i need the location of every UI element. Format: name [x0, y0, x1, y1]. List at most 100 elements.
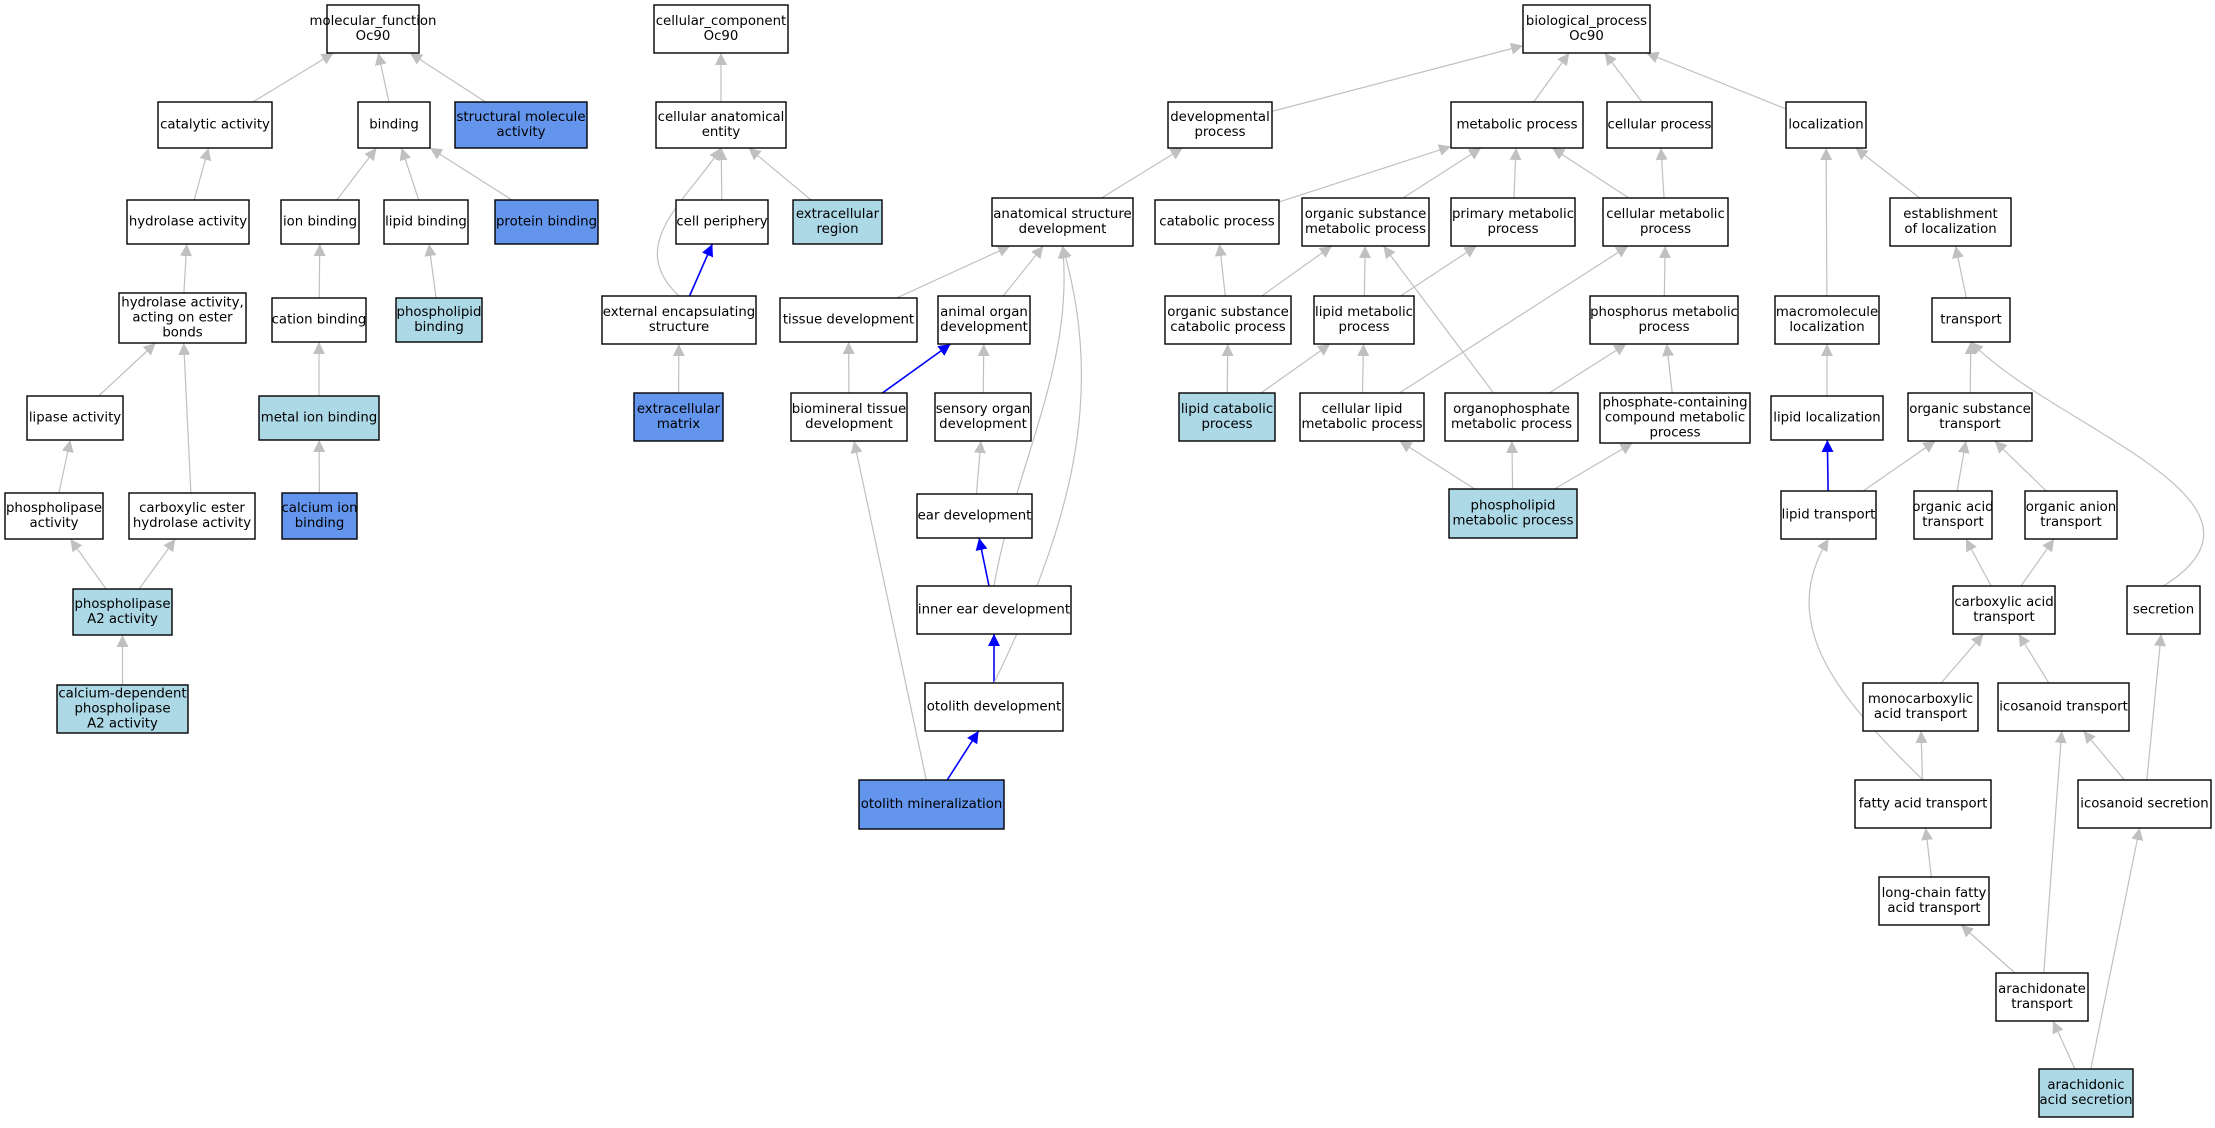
node-icosanoid-secretion[interactable]: icosanoid secretion [2078, 780, 2211, 828]
node-ion-binding[interactable]: ion binding [281, 200, 359, 244]
edge-aras-to-arat [2053, 1021, 2075, 1069]
node-label-line: metabolic process [1456, 118, 1577, 133]
edge-asd-to-devp [1101, 148, 1182, 198]
node-lipid-transport[interactable]: lipid transport [1781, 491, 1876, 539]
edge-cper-to-cae [721, 148, 722, 200]
node-icosanoid-transport[interactable]: icosanoid transport [1998, 683, 2129, 731]
node-label-line: biological_process [1526, 14, 1647, 29]
node-label-line: tissue development [783, 313, 914, 328]
node-cation-binding[interactable]: cation binding [272, 298, 367, 342]
node-otolith-development[interactable]: otolith development [925, 683, 1063, 731]
node-hydrolase-activity[interactable]: hydrolase activity [127, 200, 249, 244]
node-metal-ion-binding[interactable]: metal ion binding [259, 396, 379, 440]
node-lipid-localization[interactable]: lipid localization [1771, 396, 1883, 440]
edge-cbat-to-oat [1966, 539, 1991, 586]
edge-cmp-to-metp [1552, 148, 1629, 198]
edge-eenc-to-cper [690, 244, 713, 296]
node-otolith-mineralization[interactable]: otolith mineralization [859, 780, 1004, 829]
node-label-line: cellular lipid [1322, 402, 1403, 417]
node-ear-development[interactable]: ear development [917, 494, 1032, 538]
node-binding[interactable]: binding [358, 102, 430, 148]
edge-cat-to-mf [253, 53, 334, 102]
node-inner-ear-development[interactable]: inner ear development [917, 586, 1071, 634]
node-label-line: of localization [1904, 222, 1996, 237]
node-secretion[interactable]: secretion [2127, 586, 2200, 634]
node-cell-periphery[interactable]: cell periphery [676, 200, 768, 244]
edge-ionb-to-bind [337, 148, 377, 200]
node-label-line: process [1638, 320, 1689, 335]
node-label-line: metal ion binding [261, 411, 377, 426]
node-lipase-activity[interactable]: lipase activity [27, 396, 123, 440]
node-catalytic-activity[interactable]: catalytic activity [158, 102, 272, 148]
node-label-line: calcium ion [281, 501, 357, 516]
node-fatty-acid-transport[interactable]: fatty acid transport [1855, 780, 1991, 828]
node-catabolic-process[interactable]: catabolic process [1155, 200, 1279, 244]
node-label-line: metabolic process [1451, 417, 1572, 432]
node-protein-binding[interactable]: protein binding [495, 200, 598, 244]
edge-lcfat-to-fat [1926, 828, 1932, 877]
node-label-line: localization [1789, 320, 1864, 335]
node-label-line: binding [414, 320, 464, 335]
node-label-line: hydrolase activity, [121, 296, 243, 311]
node-lipid-binding[interactable]: lipid binding [384, 200, 468, 244]
node-localization[interactable]: localization [1786, 102, 1866, 148]
edge-ost-to-transp [1970, 342, 1971, 393]
node-transport[interactable]: transport [1932, 298, 2010, 342]
node-label-line: structure [649, 320, 709, 335]
node-label-line: otolith development [927, 700, 1061, 715]
node-tissue-development[interactable]: tissue development [780, 298, 917, 342]
node-label-line: process [1338, 320, 1389, 335]
edge-aras-to-icos [2091, 828, 2140, 1069]
node-cellular-process[interactable]: cellular process [1607, 102, 1712, 148]
node-label-line: activity [29, 516, 78, 531]
node-metabolic-process[interactable]: metabolic process [1451, 102, 1583, 148]
node-label-line: process [1649, 426, 1700, 441]
edge-otom-to-otod [947, 731, 978, 780]
edge-estloc-to-loc [1856, 148, 1920, 198]
edge-icos-to-icot [2084, 731, 2125, 780]
node-label-line: organic substance [1305, 207, 1427, 222]
